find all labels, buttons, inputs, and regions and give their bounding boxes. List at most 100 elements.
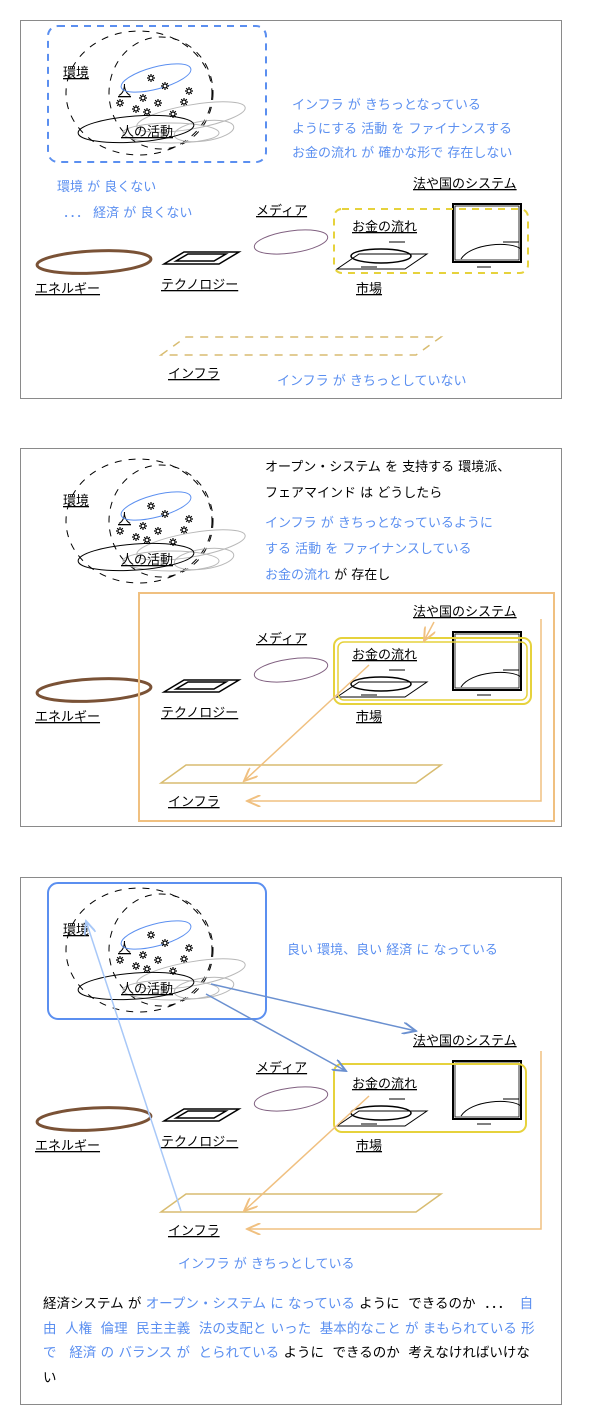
environment-circle: [65, 887, 213, 1013]
environment-focus-box: [47, 25, 267, 163]
label-shijo: 市場: [356, 1138, 382, 1154]
label-media: メディア: [256, 203, 307, 219]
person-star-center: [144, 966, 150, 972]
bad-economy-text: ．．． 経済 が 良くない: [63, 205, 192, 221]
label-shijo: 市場: [356, 281, 382, 297]
society-circle: [108, 893, 214, 1007]
law-system-box-inner: [454, 633, 520, 689]
person-star-center: [162, 940, 168, 946]
person-star-center: [181, 99, 187, 105]
person-star-center: [186, 945, 192, 951]
paragraph-segment: ．．．: [475, 1296, 520, 1312]
people-ellipse: [120, 491, 192, 521]
problem-text-line: ようにする 活動 を ファイナンスする: [292, 122, 512, 137]
infrastructure-plate: [158, 1193, 444, 1213]
person-star-center: [186, 88, 192, 94]
person-star-center: [148, 75, 154, 81]
person-star-center: [181, 956, 187, 962]
label-hito-katsudo: 人の活動: [121, 982, 173, 997]
panel-question: 環境人人の活動法や国のシステムメディアお金の流れエネルギーテクノロジー市場インフ…: [20, 448, 562, 827]
activity-ellipse-gray: [136, 958, 246, 990]
problem-text-line: インフラ が きちっとなっている: [292, 98, 481, 113]
diagram-ideal-state: 環境人人の活動法や国のシステムメディアお金の流れエネルギーテクノロジー市場インフ…: [35, 882, 542, 1272]
question-text-line: オープン・システム を 支持する 環境派、: [265, 460, 510, 475]
person-star-center: [155, 100, 161, 106]
person-star-center: [170, 111, 176, 117]
label-energy: エネルギー: [35, 710, 100, 725]
label-shijo: 市場: [356, 709, 382, 725]
label-infra: インフラ: [168, 367, 220, 382]
problem-text-line: お金の流れ が 確かな形で 存在しない: [292, 145, 512, 161]
finance-text-line: する 活動 を ファイナンスしている: [265, 542, 472, 557]
money-loop: [350, 676, 412, 692]
technology-plate-inner: [173, 253, 229, 262]
environment-circle: [65, 30, 213, 156]
money-flow-text: お金の流れ: [265, 567, 330, 583]
law-to-infra-arrow: [247, 1051, 542, 1229]
conclusion-paragraph: 経済システム が オープン・システム に なっている ように できるのか ．．．…: [43, 1292, 543, 1390]
activity-ellipse-gray: [122, 979, 220, 1001]
person-star-center: [117, 528, 123, 534]
infra-to-environment-arrow: [86, 921, 182, 1212]
law-system-box: [452, 1060, 522, 1120]
finance-text-last: お金の流れ が 存在し: [265, 567, 390, 583]
label-energy: エネルギー: [35, 1139, 100, 1154]
paragraph-segment: 自由 人権 倫理 民主主義 法の支配と いった 基本的なこと が まもられている…: [43, 1296, 535, 1361]
money-system-box: [333, 208, 529, 274]
law-to-money-arrow: [424, 621, 434, 641]
money-to-infra-arrow: [244, 664, 370, 781]
media-ellipse: [253, 229, 329, 255]
infra-status-text: インフラ が きちっとしている: [178, 1257, 355, 1272]
label-okane: お金の流れ: [352, 647, 417, 663]
person-star-center: [170, 968, 176, 974]
person-star-center: [117, 100, 123, 106]
person-star-center: [181, 527, 187, 533]
label-hou-system: 法や国のシステム: [413, 605, 517, 620]
law-system-box: [452, 631, 522, 691]
money-to-infra-arrow: [244, 1095, 370, 1211]
people-ellipse: [120, 63, 192, 93]
environment-circle: [65, 458, 213, 584]
person-star-center: [140, 95, 146, 101]
energy-ellipse: [35, 1106, 153, 1132]
person-star-center: [155, 528, 161, 534]
question-text-line: フェアマインド は どうしたら: [265, 486, 442, 501]
activity-ellipse-gray: [136, 101, 246, 133]
infrastructure-plate: [158, 764, 444, 784]
activity-ellipse-gray: [173, 119, 235, 143]
person-star-center: [140, 523, 146, 529]
label-infra: インフラ: [168, 795, 220, 810]
person-star-center: [144, 109, 150, 115]
law-to-infra-arrow: [247, 619, 542, 801]
technology-plate: [161, 679, 242, 693]
energy-ellipse: [35, 677, 153, 703]
good-state-text: 良い 環境、良い 経済 に なっている: [287, 942, 498, 958]
technology-plate-inner: [173, 1110, 229, 1119]
label-technology: テクノロジー: [161, 1135, 238, 1150]
person-star-center: [144, 537, 150, 543]
activity-ellipse-gray: [122, 550, 220, 572]
exists-text: が 存在し: [330, 568, 390, 583]
activity-to-law-arrow: [210, 983, 416, 1031]
activity-ellipse-gray: [173, 547, 235, 571]
label-technology: テクノロジー: [161, 706, 238, 721]
label-hou-system: 法や国のシステム: [413, 177, 517, 192]
energy-ellipse: [35, 249, 153, 275]
money-system-box: [333, 1063, 527, 1133]
paragraph-segment: ように できるのか: [354, 1296, 476, 1312]
society-circle: [108, 36, 214, 150]
diagram-question: 環境人人の活動法や国のシステムメディアお金の流れエネルギーテクノロジー市場インフ…: [35, 458, 555, 822]
market-plate: [335, 1110, 429, 1127]
person-star-center: [117, 957, 123, 963]
paragraph-segment: 経済システム が: [43, 1296, 146, 1312]
diagram-current-state: 環境人人の活動法や国のシステムメディアお金の流れエネルギーテクノロジー市場インフ…: [35, 25, 529, 389]
activity-ellipse-gray: [173, 976, 235, 1000]
panel-current-state: 環境人人の活動法や国のシステムメディアお金の流れエネルギーテクノロジー市場インフ…: [20, 20, 562, 399]
person-star-center: [155, 957, 161, 963]
media-ellipse: [253, 657, 329, 683]
law-system-box-inner: [454, 1062, 520, 1118]
market-plate: [335, 681, 429, 698]
activity-ellipse-gray: [122, 122, 220, 144]
person-star-center: [162, 511, 168, 517]
paragraph-segment: オープン・システム に なっている: [145, 1296, 355, 1312]
